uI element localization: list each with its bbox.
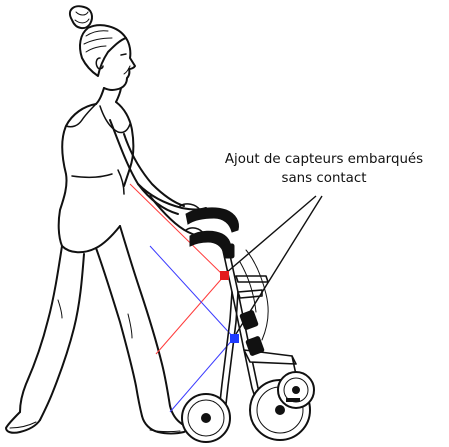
annotation-line-2: sans contact — [196, 169, 449, 188]
rear-wheel — [182, 394, 230, 442]
front-leg — [120, 226, 182, 424]
red-beam-down — [156, 276, 224, 354]
sensor-annotation: Ajout de capteurs embarqués sans contact — [196, 150, 449, 188]
upper-arm — [110, 120, 178, 214]
woman-figure — [6, 6, 210, 433]
pointer-upper — [226, 196, 316, 273]
small-wheel — [278, 372, 314, 408]
blue-beam-up — [150, 246, 234, 338]
walker-wheels — [182, 372, 314, 442]
pointer-lower — [236, 196, 322, 334]
upper-sensor-marker — [220, 271, 229, 280]
annotation-line-1: Ajout de capteurs embarqués — [196, 150, 449, 169]
red-beam-up — [130, 184, 224, 276]
hair-bun — [70, 6, 92, 28]
walker-seat — [236, 276, 268, 282]
annotation-pointers — [226, 196, 322, 334]
lower-sensor-marker — [230, 334, 239, 343]
